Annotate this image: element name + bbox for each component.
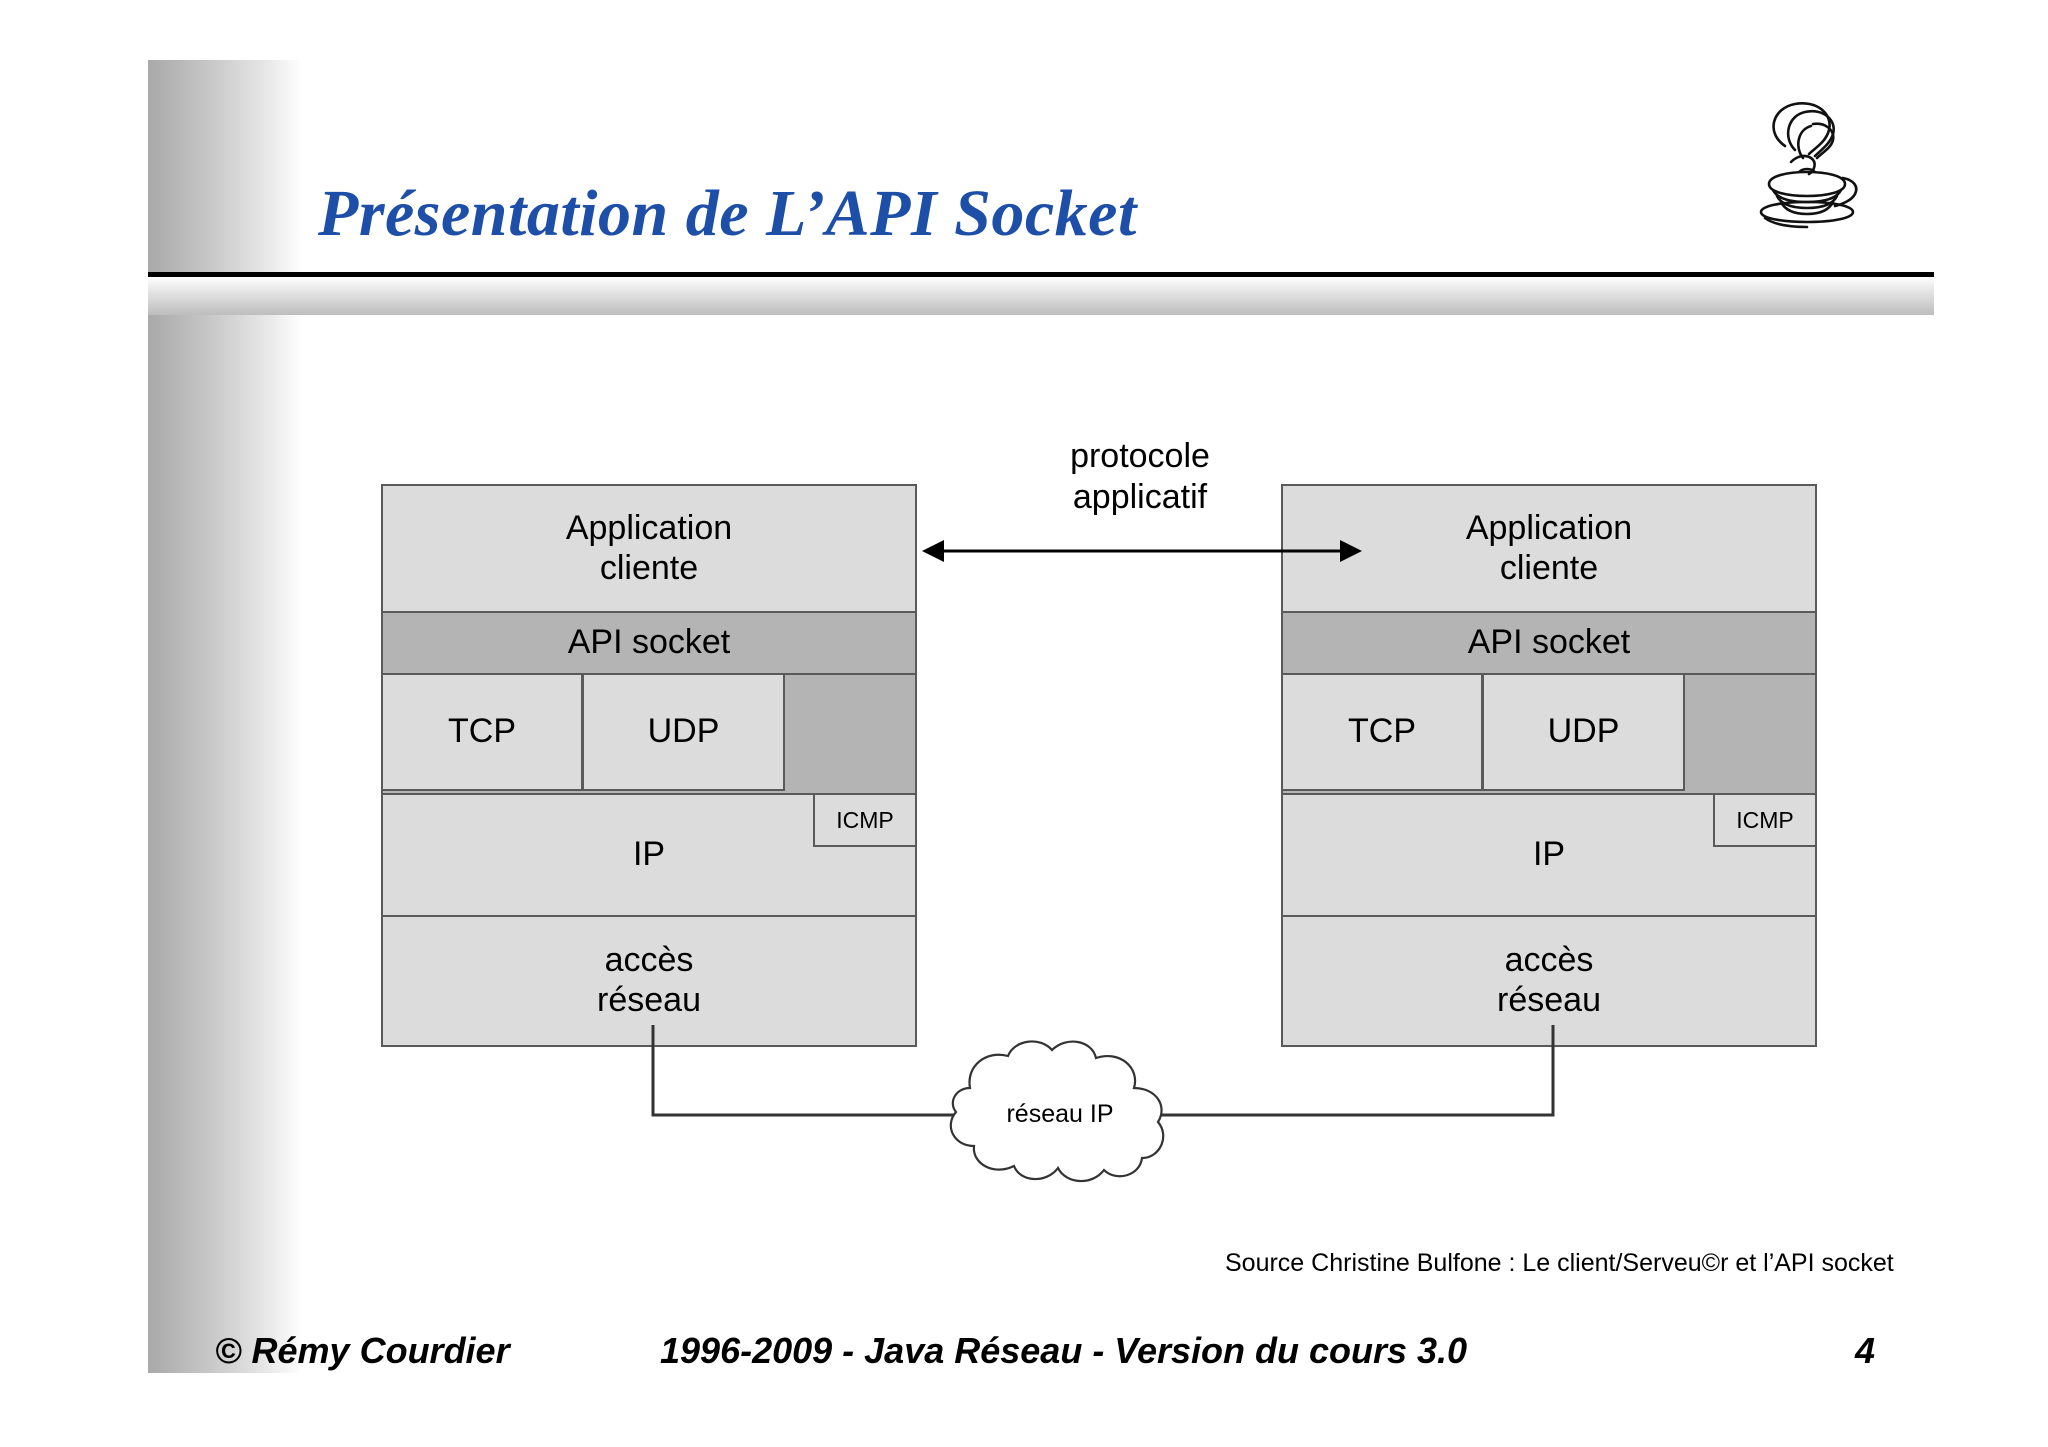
left-sidebar-gradient-bottom xyxy=(148,313,300,1373)
header-divider-rule xyxy=(148,272,1934,277)
layer-application-right: Application cliente xyxy=(1281,484,1817,613)
layer-udp-left: UDP xyxy=(583,673,785,791)
left-sidebar-gradient-top xyxy=(148,60,300,278)
layer-application-line2-left: cliente xyxy=(599,548,699,587)
layer-udp-label-left: UDP xyxy=(647,712,720,751)
transport-cells-left: TCP UDP xyxy=(381,673,785,791)
layer-icmp-label-right: ICMP xyxy=(1736,806,1794,833)
protocol-label-line2: applicatif xyxy=(1072,477,1208,516)
layer-api-socket-left: API socket xyxy=(381,613,917,675)
client-protocol-stack-left: Application cliente API socket TCP UDP xyxy=(381,484,917,1047)
footer-page-number: 4 xyxy=(1855,1330,1876,1371)
layer-network-access-line1-right: accès xyxy=(1504,941,1594,980)
layer-api-socket-right: API socket xyxy=(1281,613,1817,675)
layer-udp-label-right: UDP xyxy=(1547,712,1620,751)
layer-application-left: Application cliente xyxy=(381,484,917,613)
layer-transport-right: TCP UDP xyxy=(1281,673,1817,793)
layer-application-line1-right: Application xyxy=(1465,508,1633,547)
protocol-label: protocole applicatif xyxy=(1005,436,1275,518)
layer-network-access-left: accès réseau xyxy=(381,917,917,1047)
layer-ip-label-right: IP xyxy=(1532,835,1566,874)
layer-tcp-right: TCP xyxy=(1281,673,1483,791)
source-credit: Source Christine Bulfone : Le client/Ser… xyxy=(1225,1249,1894,1277)
layer-api-socket-label-right: API socket xyxy=(1467,623,1631,662)
layer-network-access-line2-right: réseau xyxy=(1497,981,1601,1019)
client-protocol-stack-right: Application cliente API socket TCP UDP xyxy=(1281,484,1817,1047)
layer-ip-left: IP ICMP xyxy=(381,793,917,917)
layer-ip-label-left: IP xyxy=(632,835,666,874)
layer-network-access-right: accès réseau xyxy=(1281,917,1817,1047)
header-gradient-band xyxy=(148,277,1934,315)
layer-application-line2-right: cliente xyxy=(1499,548,1599,587)
layer-tcp-label-left: TCP xyxy=(448,712,516,751)
layer-api-socket-label-left: API socket xyxy=(567,623,731,662)
java-coffee-cup-logo-icon xyxy=(1725,88,1885,238)
layer-application-line1-left: Application xyxy=(565,508,733,547)
layer-ip-right: IP ICMP xyxy=(1281,793,1817,917)
footer-course-info: 1996-2009 - Java Réseau - Version du cou… xyxy=(660,1330,1468,1371)
layer-network-access-line2-left: réseau xyxy=(597,981,701,1019)
layer-udp-right: UDP xyxy=(1483,673,1685,791)
layer-network-access-line1-left: accès xyxy=(604,941,694,980)
page-title: Présentation de L’API Socket xyxy=(318,177,1137,250)
layer-icmp-right: ICMP xyxy=(1713,793,1817,847)
protocol-label-line1: protocole xyxy=(1070,437,1210,475)
network-cloud-icon xyxy=(900,1030,1220,1200)
layer-transport-left: TCP UDP xyxy=(381,673,917,793)
layer-tcp-label-right: TCP xyxy=(1348,712,1416,751)
layer-icmp-left: ICMP xyxy=(813,793,917,847)
transport-cells-right: TCP UDP xyxy=(1281,673,1685,791)
cloud-label: réseau IP xyxy=(1006,1100,1114,1128)
footer-copyright: © Rémy Courdier xyxy=(215,1330,510,1371)
layer-tcp-left: TCP xyxy=(381,673,583,791)
layer-icmp-label-left: ICMP xyxy=(836,806,894,833)
